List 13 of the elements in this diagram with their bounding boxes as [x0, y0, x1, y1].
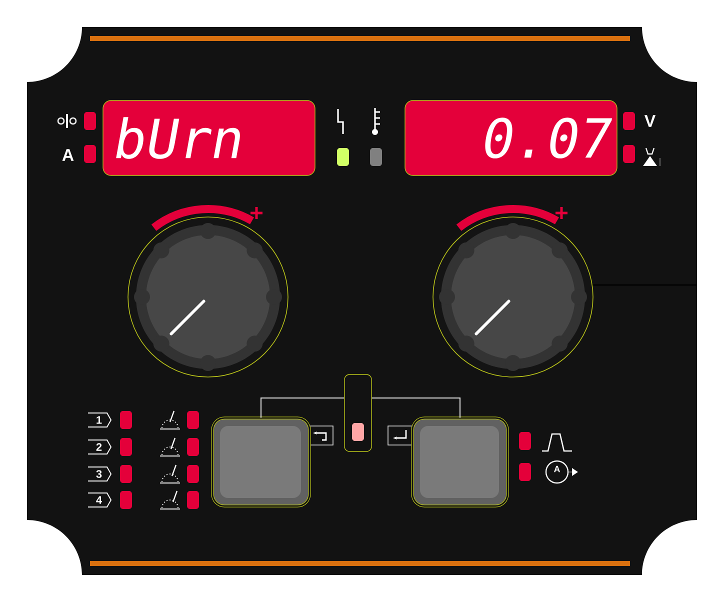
push-button [211, 416, 311, 508]
connector-line [371, 398, 460, 418]
display-screen: 0.07 [404, 100, 618, 176]
preset-tag: 2 [88, 440, 112, 454]
display-screen: bUrn [102, 100, 316, 176]
push-button [411, 416, 509, 508]
preset-tag: 4 [88, 492, 112, 508]
preset-tag: 3 [88, 466, 112, 482]
indicator-label: A [62, 149, 74, 161]
indicator-label: V [644, 115, 656, 127]
menu-indicator [344, 374, 372, 452]
preset-tag: 1 [88, 412, 112, 428]
connector-line [260, 398, 345, 418]
